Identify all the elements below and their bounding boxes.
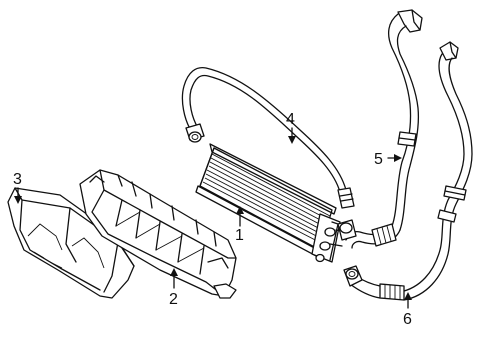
callout-4: 4 xyxy=(286,111,295,128)
part-5-hose xyxy=(337,9,423,249)
part-6-hose xyxy=(343,41,473,301)
callout-3: 3 xyxy=(13,171,22,188)
part-4-upper-hose xyxy=(181,66,355,209)
part-2-air-duct xyxy=(79,169,237,299)
part-1-oil-cooler xyxy=(195,143,347,263)
callout-1: 1 xyxy=(235,227,244,244)
callout-6: 6 xyxy=(403,311,412,328)
callout-2: 2 xyxy=(169,291,178,308)
callout-leaders xyxy=(14,127,412,309)
callout-5: 5 xyxy=(374,151,383,168)
